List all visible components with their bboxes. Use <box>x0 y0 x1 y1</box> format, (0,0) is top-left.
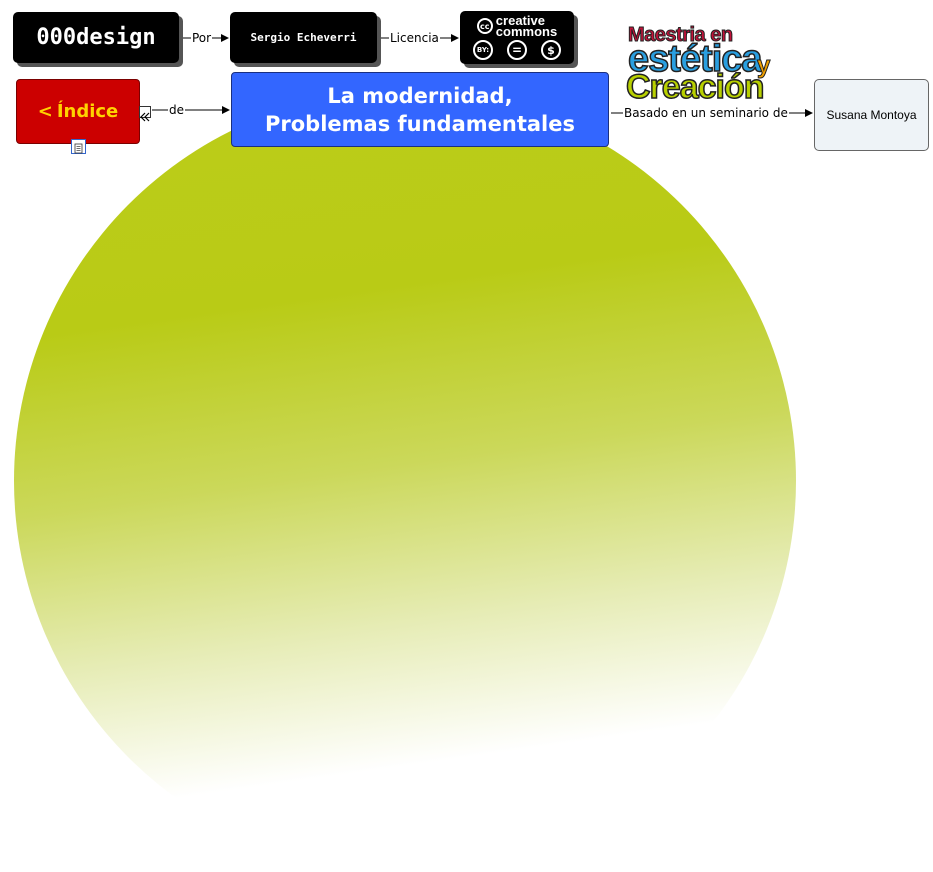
node-000design[interactable]: 000design <box>13 12 179 63</box>
node-indice-label: Índice <box>56 101 119 122</box>
node-main-topic[interactable]: La modernidad, Problemas fundamentales <box>231 72 609 147</box>
link-label-licencia: Licencia <box>389 31 440 45</box>
logo-line-creacion: Creación <box>625 67 765 107</box>
note-attachment-icon[interactable] <box>71 139 86 154</box>
node-indice[interactable]: < Índice <box>16 79 140 144</box>
node-susana-montoya[interactable]: Susana Montoya <box>814 79 929 151</box>
cc-word-creative: creative <box>495 13 545 28</box>
cc-by-icon: BY: <box>473 40 493 60</box>
cc-logo-icon: cc <box>476 18 493 34</box>
maestria-logo: Maestria en estética y Creación <box>625 24 796 108</box>
node-creative-commons[interactable]: cc creative commons BY: = $ <box>460 11 574 64</box>
link-label-por: Por <box>191 31 213 45</box>
document-icon <box>74 143 83 154</box>
main-topic-line1: La modernidad, <box>327 83 513 108</box>
logo-line-maestria: Maestria en <box>628 24 734 47</box>
node-sergio-echeverri[interactable]: Sergio Echeverri <box>230 12 377 63</box>
double-chevron-left-icon <box>140 112 150 122</box>
link-label-de: de <box>168 103 185 117</box>
chevron-left-icon: < <box>37 101 53 122</box>
logo-line-estetica: estética <box>627 37 763 81</box>
cc-no-derivatives-icon: = <box>507 40 527 60</box>
cc-word-commons: commons <box>495 24 558 39</box>
cc-non-commercial-icon: $ <box>541 40 561 60</box>
logo-line-y: y <box>756 52 771 80</box>
link-label-basado: Basado en un seminario de <box>623 106 789 120</box>
cc-header: cc creative commons <box>476 13 558 39</box>
cc-wordmark: creative commons <box>495 13 558 39</box>
main-topic-line2: Problemas fundamentales <box>265 111 575 136</box>
cc-icon-row: BY: = $ <box>473 40 561 60</box>
collapse-toggle-icon[interactable] <box>139 106 151 122</box>
